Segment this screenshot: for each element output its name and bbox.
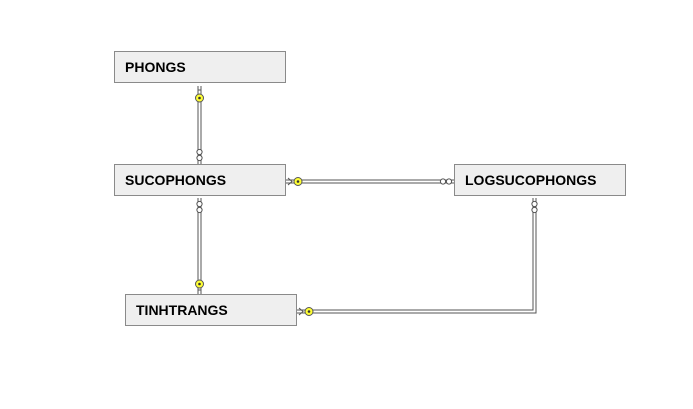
key-bracket-icon bbox=[197, 288, 202, 294]
entity-label: SUCOPHONGS bbox=[125, 172, 227, 188]
key-icon bbox=[195, 93, 204, 103]
key-icon bbox=[195, 279, 204, 289]
entity-label: LOGSUCOPHONGS bbox=[465, 172, 597, 188]
key-bracket-icon bbox=[287, 177, 293, 186]
rel-tinhtrangs-sucophongs[interactable] bbox=[195, 198, 204, 294]
infinity-icon bbox=[439, 178, 453, 185]
infinity-icon bbox=[196, 200, 203, 214]
entity-tinhtrangs[interactable]: TINHTRANGS bbox=[125, 294, 297, 326]
entity-label: TINHTRANGS bbox=[136, 302, 228, 318]
rel-phongs-sucophongs[interactable] bbox=[195, 86, 204, 164]
key-icon bbox=[293, 177, 303, 186]
key-icon bbox=[304, 307, 314, 316]
key-bracket-icon bbox=[197, 86, 202, 92]
entity-sucophongs[interactable]: SUCOPHONGS bbox=[114, 164, 286, 196]
infinity-icon bbox=[196, 148, 203, 162]
rel-tinhtrangs-logsucophongs[interactable] bbox=[297, 198, 538, 316]
entity-label: PHONGS bbox=[125, 59, 186, 75]
infinity-icon bbox=[531, 200, 538, 214]
entity-phongs[interactable]: PHONGS bbox=[114, 51, 286, 83]
entity-logsucophongs[interactable]: LOGSUCOPHONGS bbox=[454, 164, 626, 196]
rel-sucophongs-logsucophongs[interactable] bbox=[286, 177, 454, 186]
key-bracket-icon bbox=[298, 307, 304, 316]
